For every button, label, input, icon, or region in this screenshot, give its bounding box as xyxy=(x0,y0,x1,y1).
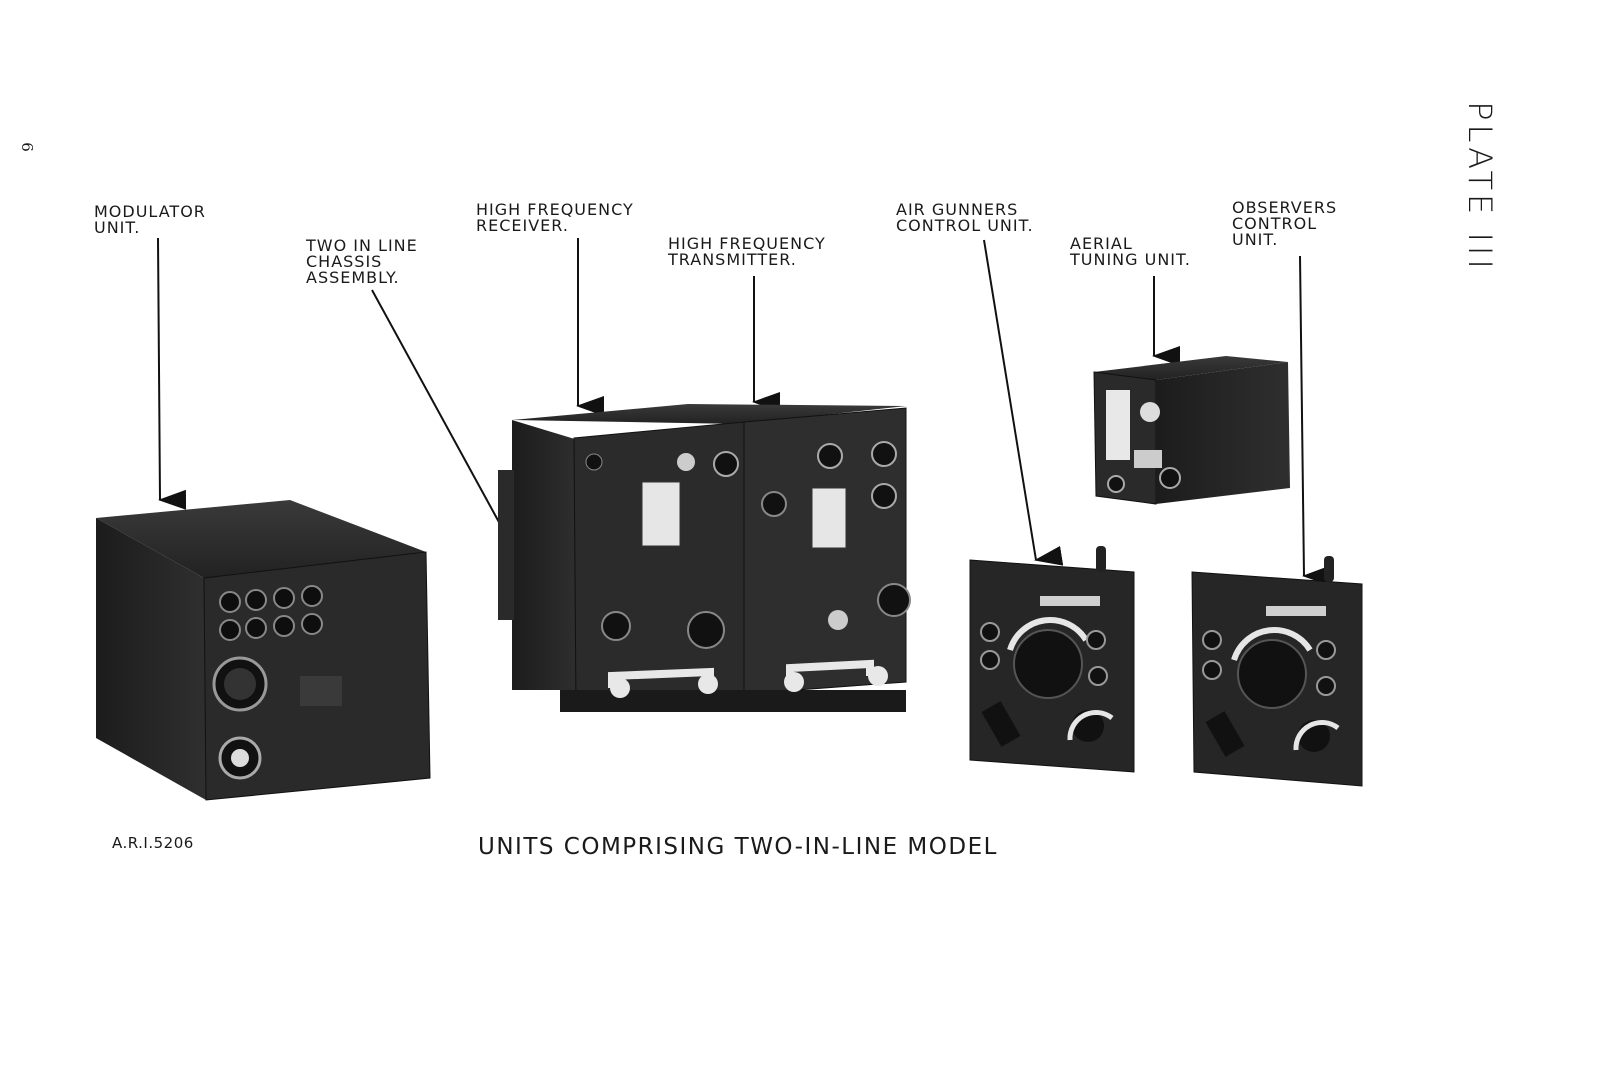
label-two-in-line-chassis: TWO IN LINE CHASSIS ASSEMBLY. xyxy=(306,236,418,287)
label-aerial-tuning: AERIAL TUNING UNIT. xyxy=(1070,234,1191,269)
observers-control-unit-image xyxy=(1191,556,1363,787)
label-observers-control: OBSERVERS CONTROL UNIT. xyxy=(1232,198,1338,249)
label-hf-transmitter: HIGH FREQUENCY TRANSMITTER. xyxy=(668,234,826,269)
air-gunners-control-unit-image xyxy=(969,546,1135,773)
label-hf-receiver: HIGH FREQUENCY RECEIVER. xyxy=(476,200,634,235)
plate-caption: UNITS COMPRISING TWO-IN-LINE MODEL xyxy=(478,834,998,860)
aerial-tuning-unit-image xyxy=(1093,356,1290,505)
reference-number: A.R.I.5206 xyxy=(112,834,194,852)
arrow-observers xyxy=(1299,255,1331,586)
label-air-gunners-control: AIR GUNNERS CONTROL UNIT. xyxy=(896,200,1034,235)
modulator-unit-image xyxy=(96,500,431,801)
arrow-modulator xyxy=(157,237,187,510)
arrow-chassis xyxy=(371,289,528,525)
leader-arrows xyxy=(157,237,1331,586)
label-modulator-unit: MODULATOR UNIT. xyxy=(94,202,206,237)
arrow-air-gunners xyxy=(983,239,1064,566)
chassis-assembly-image xyxy=(498,404,911,712)
